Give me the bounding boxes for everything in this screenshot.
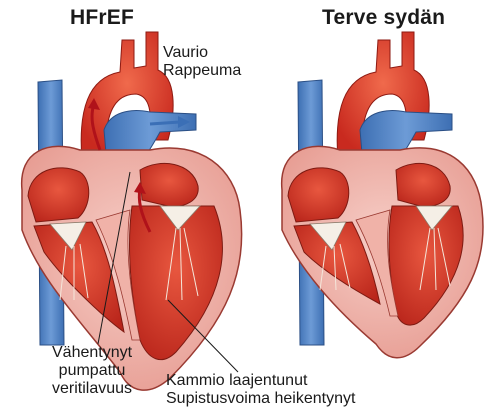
reduced-volume-line2: pumpattu xyxy=(52,362,132,380)
flow-arrow-pulmonary xyxy=(150,122,180,124)
healthy-heart xyxy=(282,32,483,358)
damage-label: Vaurio Rappeuma xyxy=(163,44,241,80)
reduced-volume-line3: veritilavuus xyxy=(52,380,132,398)
ventricle-label-line1: Kammio laajentunut xyxy=(166,372,355,390)
damage-label-line1: Vaurio xyxy=(163,44,241,62)
reduced-volume-label: Vähentynyt pumpattu veritilavuus xyxy=(52,344,132,398)
ventricle-label-line2: Supistusvoima heikentynyt xyxy=(166,390,355,408)
right-atrium xyxy=(288,168,349,222)
reduced-volume-line1: Vähentynyt xyxy=(52,344,132,362)
ventricle-label: Kammio laajentunut Supistusvoima heikent… xyxy=(166,372,355,408)
right-atrium xyxy=(28,168,89,222)
damage-label-line2: Rappeuma xyxy=(163,62,241,80)
hfref-heart xyxy=(22,32,242,390)
